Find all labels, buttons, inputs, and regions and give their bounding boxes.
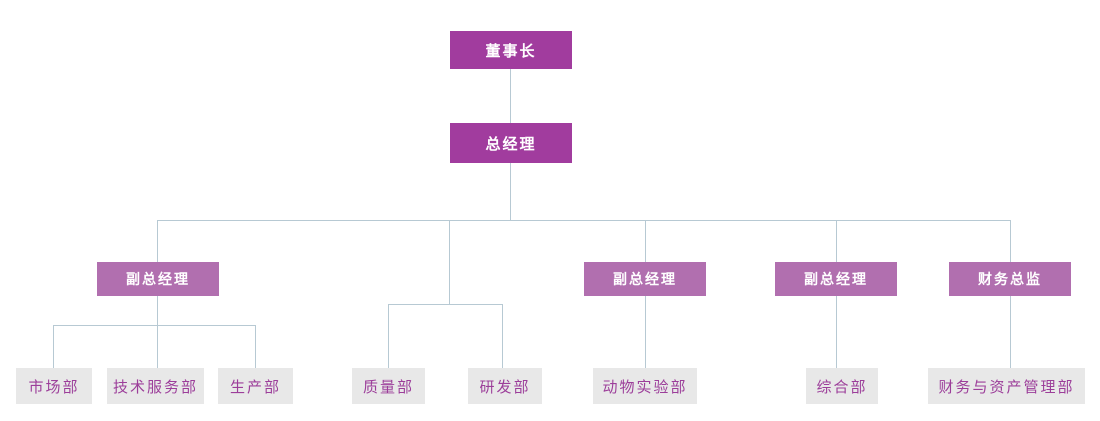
- node-deputy-gm-2: 副总经理: [584, 262, 706, 296]
- connector-drop-market: [53, 325, 54, 368]
- node-dept-quality: 质量部: [352, 368, 425, 404]
- node-finance-director: 财务总监: [949, 262, 1071, 296]
- connector-chairman-gm: [510, 69, 511, 123]
- connector-drop-production: [255, 325, 256, 368]
- node-dept-production: 生产部: [218, 368, 293, 404]
- connector-deputy-1-down: [157, 296, 158, 325]
- connector-drop-quality: [388, 304, 389, 368]
- connector-drop-tech-service: [157, 325, 158, 368]
- connector-drop-deputy-3: [836, 220, 837, 262]
- connector-drop-finance: [1010, 296, 1011, 368]
- node-dept-rd: 研发部: [468, 368, 542, 404]
- connector-drop-deputy-2: [645, 220, 646, 262]
- node-deputy-gm-3: 副总经理: [775, 262, 897, 296]
- connector-gm-trunk: [510, 163, 511, 220]
- connector-mid-rail: [388, 304, 502, 305]
- node-chairman: 董事长: [450, 31, 572, 69]
- connector-drop-animal-lab: [645, 296, 646, 368]
- node-dept-general-affairs: 综合部: [806, 368, 878, 404]
- connector-drop-general: [836, 296, 837, 368]
- connector-main-rail: [157, 220, 1010, 221]
- node-dept-market: 市场部: [16, 368, 92, 404]
- connector-drop-cfo: [1010, 220, 1011, 262]
- connector-drop-deputy-1: [157, 220, 158, 262]
- connector-left-rail: [53, 325, 255, 326]
- node-dept-animal-lab: 动物实验部: [593, 368, 697, 404]
- node-dept-finance-asset-mgmt: 财务与资产管理部: [928, 368, 1085, 404]
- connector-drop-mid-group: [449, 220, 450, 304]
- node-deputy-gm-1: 副总经理: [97, 262, 219, 296]
- node-general-manager: 总经理: [450, 123, 572, 163]
- node-dept-tech-service: 技术服务部: [107, 368, 204, 404]
- connector-drop-rd: [502, 304, 503, 368]
